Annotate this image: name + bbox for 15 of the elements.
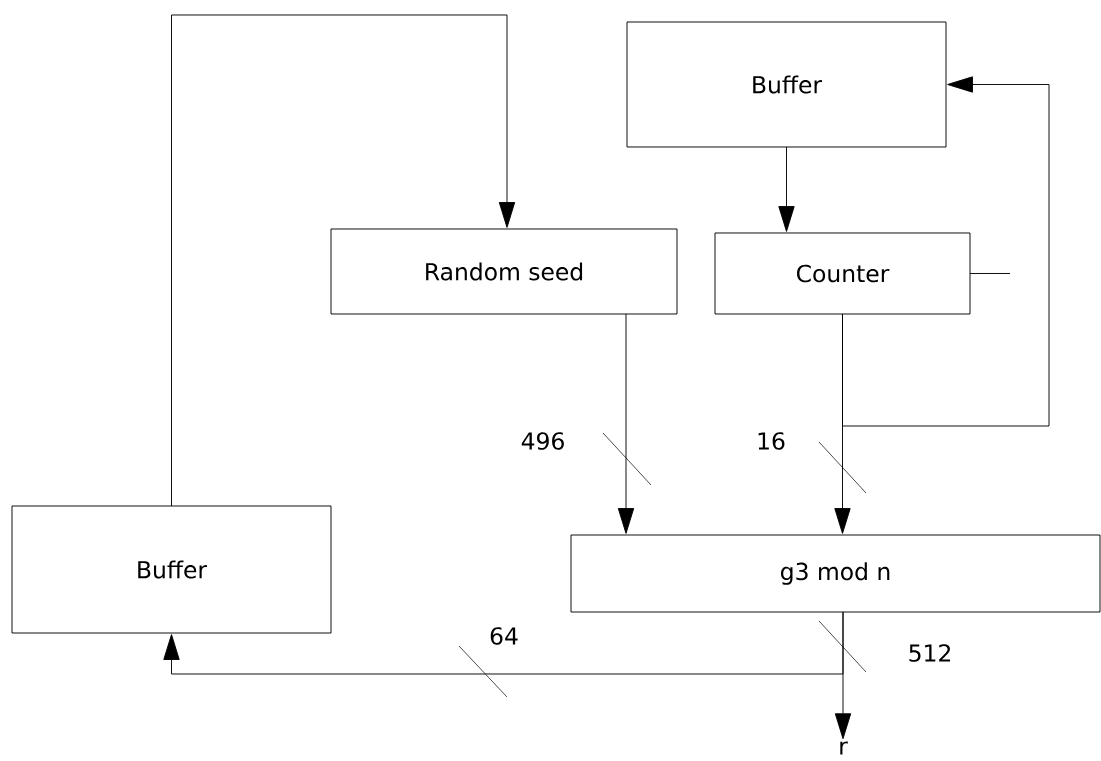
edge-label: 512 bbox=[909, 644, 950, 662]
connector-arrow bbox=[163, 611, 844, 675]
block-box: Buffer bbox=[626, 21, 947, 148]
block-box: Buffer bbox=[11, 505, 332, 634]
connector-arrow bbox=[778, 146, 795, 232]
output-label: r bbox=[840, 741, 848, 755]
block-box: Counter bbox=[714, 232, 971, 315]
edge-label: 64 bbox=[490, 627, 518, 645]
connector-arrow bbox=[842, 76, 1050, 427]
connector-arrow bbox=[171, 14, 516, 507]
edge-label: 16 bbox=[758, 432, 785, 450]
edge-label: 496 bbox=[521, 432, 564, 450]
block-box: g3 mod n bbox=[570, 534, 1101, 613]
connector-arrow bbox=[617, 313, 635, 534]
block-box: Random seed bbox=[330, 228, 678, 315]
